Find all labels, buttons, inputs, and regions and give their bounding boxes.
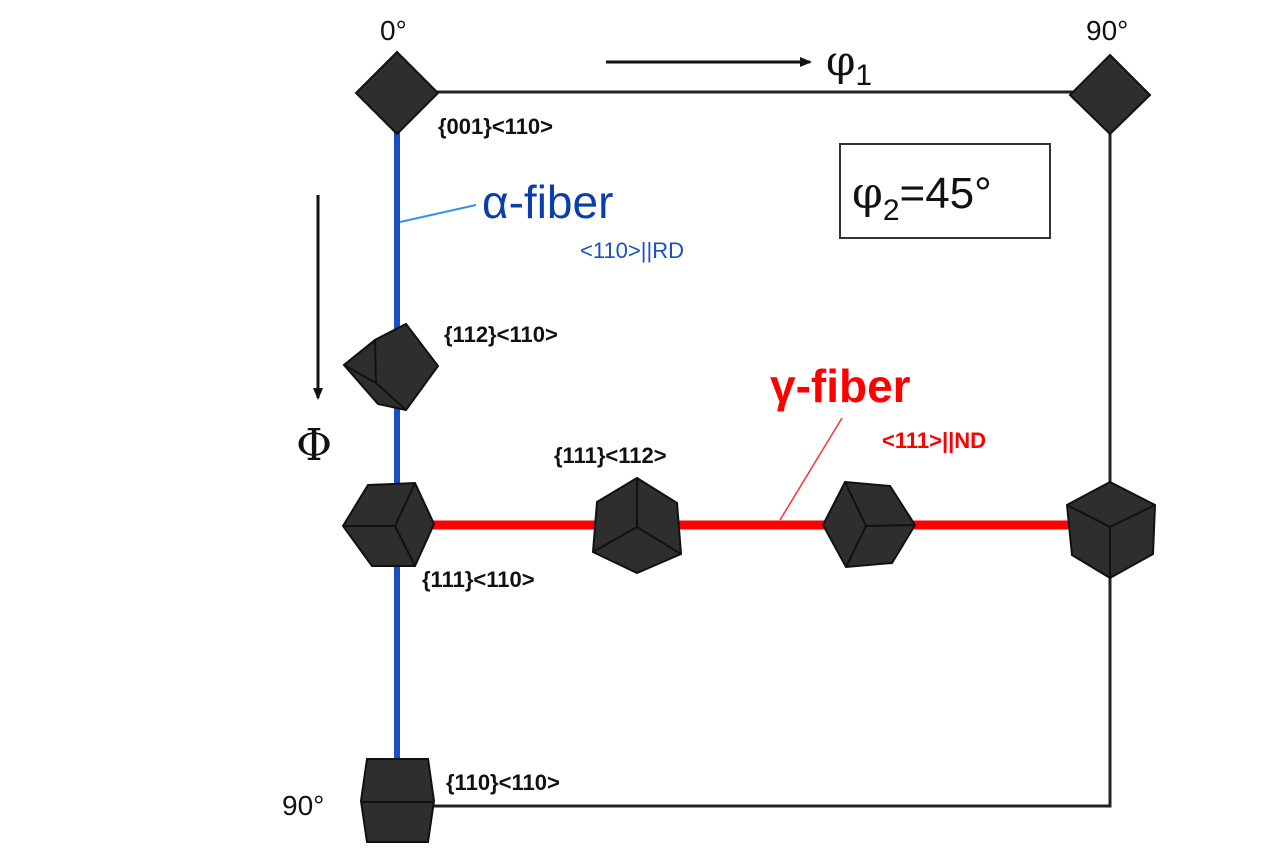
cube-top-right [1068,53,1152,136]
alpha-fiber-condition: <110>||RD [580,238,684,263]
orientation-label-111-110: {111}<110> [422,567,535,592]
gamma-leader-line [779,417,843,521]
cube-gamma-right [1065,480,1157,580]
gamma-fiber-name: γ-fiber [770,360,911,412]
cube-111-112 [591,476,683,575]
phi1-axis-label: φ1 [826,36,872,92]
phi1-start-label: 0° [380,15,407,46]
orientation-label-112-110: {112}<110> [444,322,558,347]
odf-frame [397,90,1112,808]
cube-110-110 [359,758,436,843]
cube-112-110 [342,322,440,412]
phi2-section-box [839,143,1051,239]
Phi-axis-label: Φ [296,420,332,471]
orientation-label-001-110: {001}<110> [438,114,553,139]
Phi-end-label: 90° [282,790,324,821]
orientation-label-111-112: {111}<112> [554,443,667,468]
phi2-section-label: φ2=45° [852,168,992,227]
phi1-end-label: 90° [1086,15,1128,46]
orientation-label-110-110: {110}<110> [446,770,560,795]
cube-001-110 [354,50,440,136]
cube-111-110 [341,481,436,567]
alpha-leader-line [399,204,477,223]
alpha-fiber-name: α-fiber [482,176,613,228]
gamma-fiber-condition: <111>||ND [882,428,986,453]
cube-gamma-middle [821,480,917,569]
